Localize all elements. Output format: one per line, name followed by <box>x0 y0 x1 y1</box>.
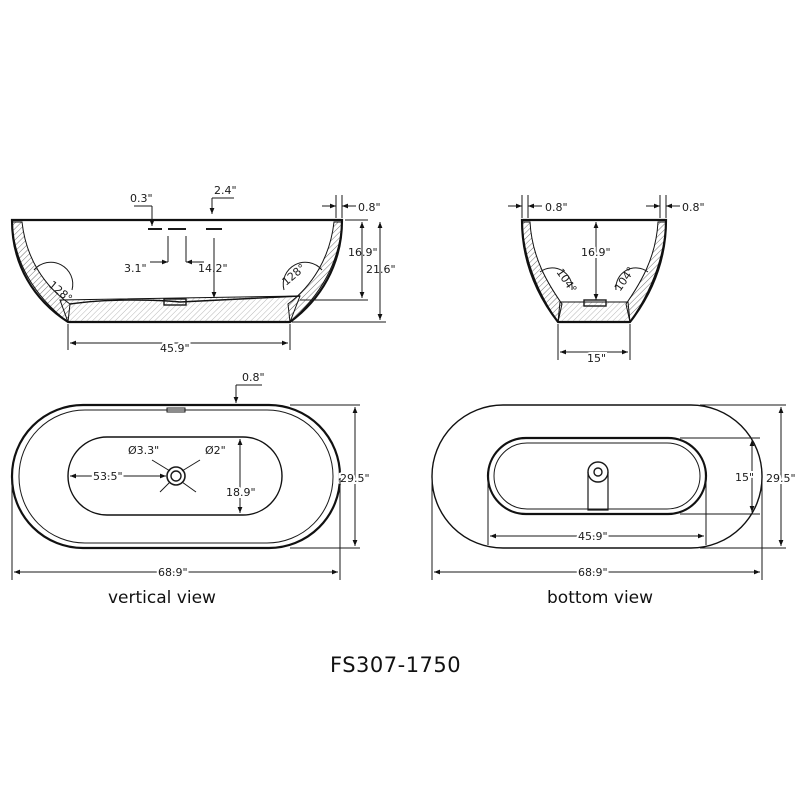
side-floor-section <box>59 295 301 323</box>
side-dim-faucet-height: 2.4" <box>214 184 237 197</box>
side-dim-edge: 0.8" <box>358 201 381 214</box>
end-angle-left-label: 104° <box>554 266 580 295</box>
bottom-dim-width: 29.5" <box>766 472 796 485</box>
top-dim-drain-outer: Ø3.3" <box>128 444 159 457</box>
top-drain-inner <box>170 470 182 482</box>
bottom-view-caption: bottom view <box>547 588 653 608</box>
top-basin-floor <box>67 436 283 516</box>
top-dim-rim: 0.8" <box>242 371 265 384</box>
top-dim-width: 29.5" <box>340 472 370 485</box>
vertical-view-caption: vertical view <box>108 588 216 608</box>
side-angle-right-label: 128° <box>280 261 309 288</box>
top-outer-rim <box>10 403 342 550</box>
side-dim-base: 45.9" <box>160 342 190 355</box>
end-dim-edge-right: 0.8" <box>682 201 705 214</box>
top-dim-drain-inner: Ø2" <box>205 444 226 457</box>
side-dim-drain-width: 3.1" <box>124 262 147 275</box>
bottom-dim-base-length: 45.9" <box>578 530 608 543</box>
end-dim-base: 15" <box>587 352 606 365</box>
bottom-dim-base-width: 15" <box>735 471 754 484</box>
bottom-drain-center <box>593 467 603 477</box>
bottom-base-inner <box>493 442 701 510</box>
top-inner-rim <box>18 409 334 544</box>
bottom-view: 15" 29.5" 45.9" 68.9" bottom view <box>431 404 798 608</box>
top-dim-inner-length: 53.5" <box>93 470 123 483</box>
side-elevation-view: 128° 128° 0.3" 2.4" 3.1" 14.2" 0.8" 16.9 <box>10 184 396 357</box>
model-number: FS307-1750 <box>330 653 461 677</box>
end-elevation-view: 104° 104° 0.8" 0.8" 16.9" 15" <box>508 195 705 367</box>
side-dim-inner-depth: 16.9" <box>348 246 378 259</box>
bottom-drain-ring <box>587 461 609 483</box>
end-drain <box>583 299 607 307</box>
side-angle-arc-left <box>33 261 74 291</box>
top-overflow <box>166 407 186 413</box>
bottom-outer-outline <box>431 404 763 549</box>
side-dim-rim: 0.3" <box>130 192 153 205</box>
end-dim-edge-left: 0.8" <box>545 201 568 214</box>
side-dim-total-height: 21.6" <box>366 263 396 276</box>
end-dim-depth: 16.9" <box>581 246 611 259</box>
top-drain-outer <box>166 466 186 486</box>
end-angle-arc-left <box>539 267 573 291</box>
bottom-drain-pipe <box>587 472 609 511</box>
end-angle-right-label: 104° <box>612 265 638 294</box>
side-dim-drain-depth: 14.2" <box>198 262 228 275</box>
side-drain <box>163 298 187 306</box>
vertical-view: Ø3.3" Ø2" 53.5" 18.9" 0.8" 29.5" 68.9" v… <box>10 371 372 608</box>
end-angle-arc-right <box>615 267 649 291</box>
bottom-dim-length: 68.9" <box>578 566 608 579</box>
top-dim-length: 68.9" <box>158 566 188 579</box>
top-dim-inner-width: 18.9" <box>226 486 256 499</box>
side-wall-section-left <box>11 221 71 323</box>
end-floor-section <box>557 301 631 323</box>
side-angle-arc-right <box>282 261 323 291</box>
